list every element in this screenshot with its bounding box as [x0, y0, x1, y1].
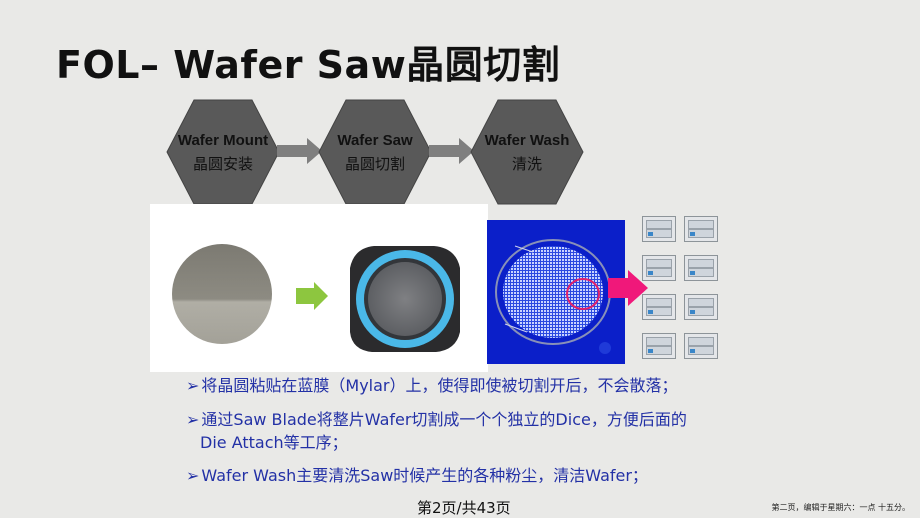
bullet-item: ➢将晶圆粘贴在蓝膜（Mylar）上，使得即使被切割开后，不会散落； — [186, 372, 678, 396]
process-flow: Wafer Mount 晶圆安装 Wafer Saw 晶圆切割 Wafer Wa… — [165, 98, 595, 208]
step-label-en: Wafer Mount — [177, 132, 269, 149]
step-wafer-saw: Wafer Saw 晶圆切割 — [317, 98, 433, 206]
slide-footer: 第2页/共43页 第二页，编辑于星期六：一点 十五分。 — [0, 497, 920, 518]
bullet-arrow-icon: ➢ — [186, 466, 200, 485]
pink-arrow-icon — [608, 270, 648, 306]
hexagon-shape — [470, 99, 584, 205]
step-label-en: Wafer Saw — [337, 132, 413, 149]
diced-wafer-illustration — [487, 220, 625, 364]
step-label-zh: 清洗 — [511, 155, 542, 173]
green-arrow-icon — [296, 282, 328, 310]
wafer-mount-photo — [150, 204, 488, 372]
die-icon — [684, 333, 718, 359]
hexagon-shape — [318, 99, 432, 205]
step-wafer-mount: Wafer Mount 晶圆安装 — [165, 98, 281, 206]
die-icon — [642, 216, 676, 242]
wafer-mount-illustration — [172, 244, 460, 352]
step-label-zh: 晶圆切割 — [344, 155, 405, 173]
highlight-circle — [566, 278, 600, 310]
bullet-item: ➢通过Saw Blade将整片Wafer切割成一个个独立的Dice，方便后面的 — [186, 406, 687, 430]
page-number: 第2页/共43页 — [417, 499, 511, 517]
flow-arrow-icon — [277, 138, 322, 164]
bullet-text: 将晶圆粘贴在蓝膜（Mylar）上，使得即使被切割开后，不会散落； — [201, 376, 678, 395]
hexagon-shape — [166, 99, 280, 205]
step-label-zh: 晶圆安装 — [192, 155, 253, 173]
bullet-text: Die Attach等工序； — [200, 433, 348, 452]
bullet-continuation: Die Attach等工序； — [200, 429, 348, 453]
die-icon — [642, 255, 676, 281]
edit-note: 第二页，编辑于星期六：一点 十五分。 — [771, 503, 910, 512]
bullet-item: ➢Wafer Wash主要清洗Saw时候产生的各种粉尘，清洁Wafer； — [186, 462, 648, 486]
die-icon — [642, 294, 676, 320]
die-icon — [684, 216, 718, 242]
wafer-saw-photo — [487, 220, 625, 364]
diced-wafer — [503, 246, 603, 338]
die-icon — [642, 333, 676, 359]
mounted-wafer — [368, 262, 442, 336]
slide-title: FOL– Wafer Saw晶圆切割 — [56, 43, 561, 87]
bullet-arrow-icon: ➢ — [186, 410, 200, 429]
step-label-en: Wafer Wash — [484, 132, 570, 149]
bare-wafer — [172, 244, 272, 344]
bullet-text: 通过Saw Blade将整片Wafer切割成一个个独立的Dice，方便后面的 — [201, 410, 687, 429]
die-icon — [684, 255, 718, 281]
separated-dice — [640, 214, 724, 362]
bullet-arrow-icon: ➢ — [186, 376, 200, 395]
die-icon — [684, 294, 718, 320]
bullet-text: Wafer Wash主要清洗Saw时候产生的各种粉尘，清洁Wafer； — [201, 466, 648, 485]
step-wafer-wash: Wafer Wash 清洗 — [469, 98, 585, 206]
flow-arrow-icon — [429, 138, 474, 164]
